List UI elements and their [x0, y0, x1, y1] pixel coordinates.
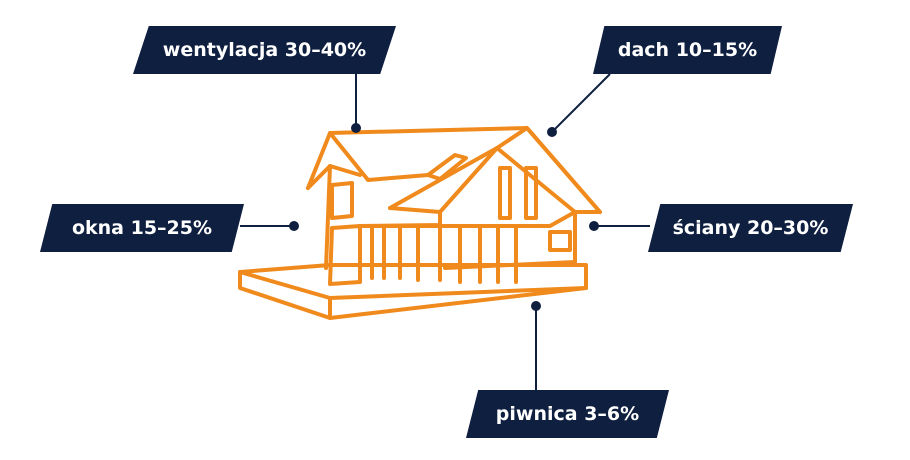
- house-dormer: [426, 153, 468, 181]
- leader-piwnica-dot: [531, 301, 541, 311]
- house-left-window-upper: [330, 181, 354, 220]
- house-gable-window-right: [524, 166, 538, 220]
- house-front-facade: [358, 206, 442, 228]
- house-outline-icon: [238, 126, 602, 320]
- house-gable-window-left: [498, 166, 512, 220]
- leader-lines: [240, 73, 650, 392]
- leader-dach: [551, 73, 611, 133]
- label-dach: dach 10–15%: [593, 26, 782, 74]
- leader-okna-dot: [289, 221, 299, 231]
- label-wentylacja: wentylacja 30–40%: [133, 26, 396, 74]
- house-left-wall: [324, 164, 332, 270]
- house-right-gable-inner: [438, 146, 577, 214]
- label-sciany: ściany 20–30%: [648, 204, 853, 252]
- label-okna: okna 15–25%: [40, 204, 244, 252]
- leader-dach-dot: [547, 127, 557, 137]
- house-right-window: [548, 230, 572, 252]
- leader-sciany-dot: [589, 221, 599, 231]
- label-piwnica: piwnica 3–6%: [466, 390, 669, 438]
- house-left-roof-ridge: [328, 131, 430, 182]
- house-left-window-lower: [328, 224, 362, 286]
- house-front-lintel: [358, 210, 577, 228]
- leader-wentylacja-dot: [351, 123, 361, 133]
